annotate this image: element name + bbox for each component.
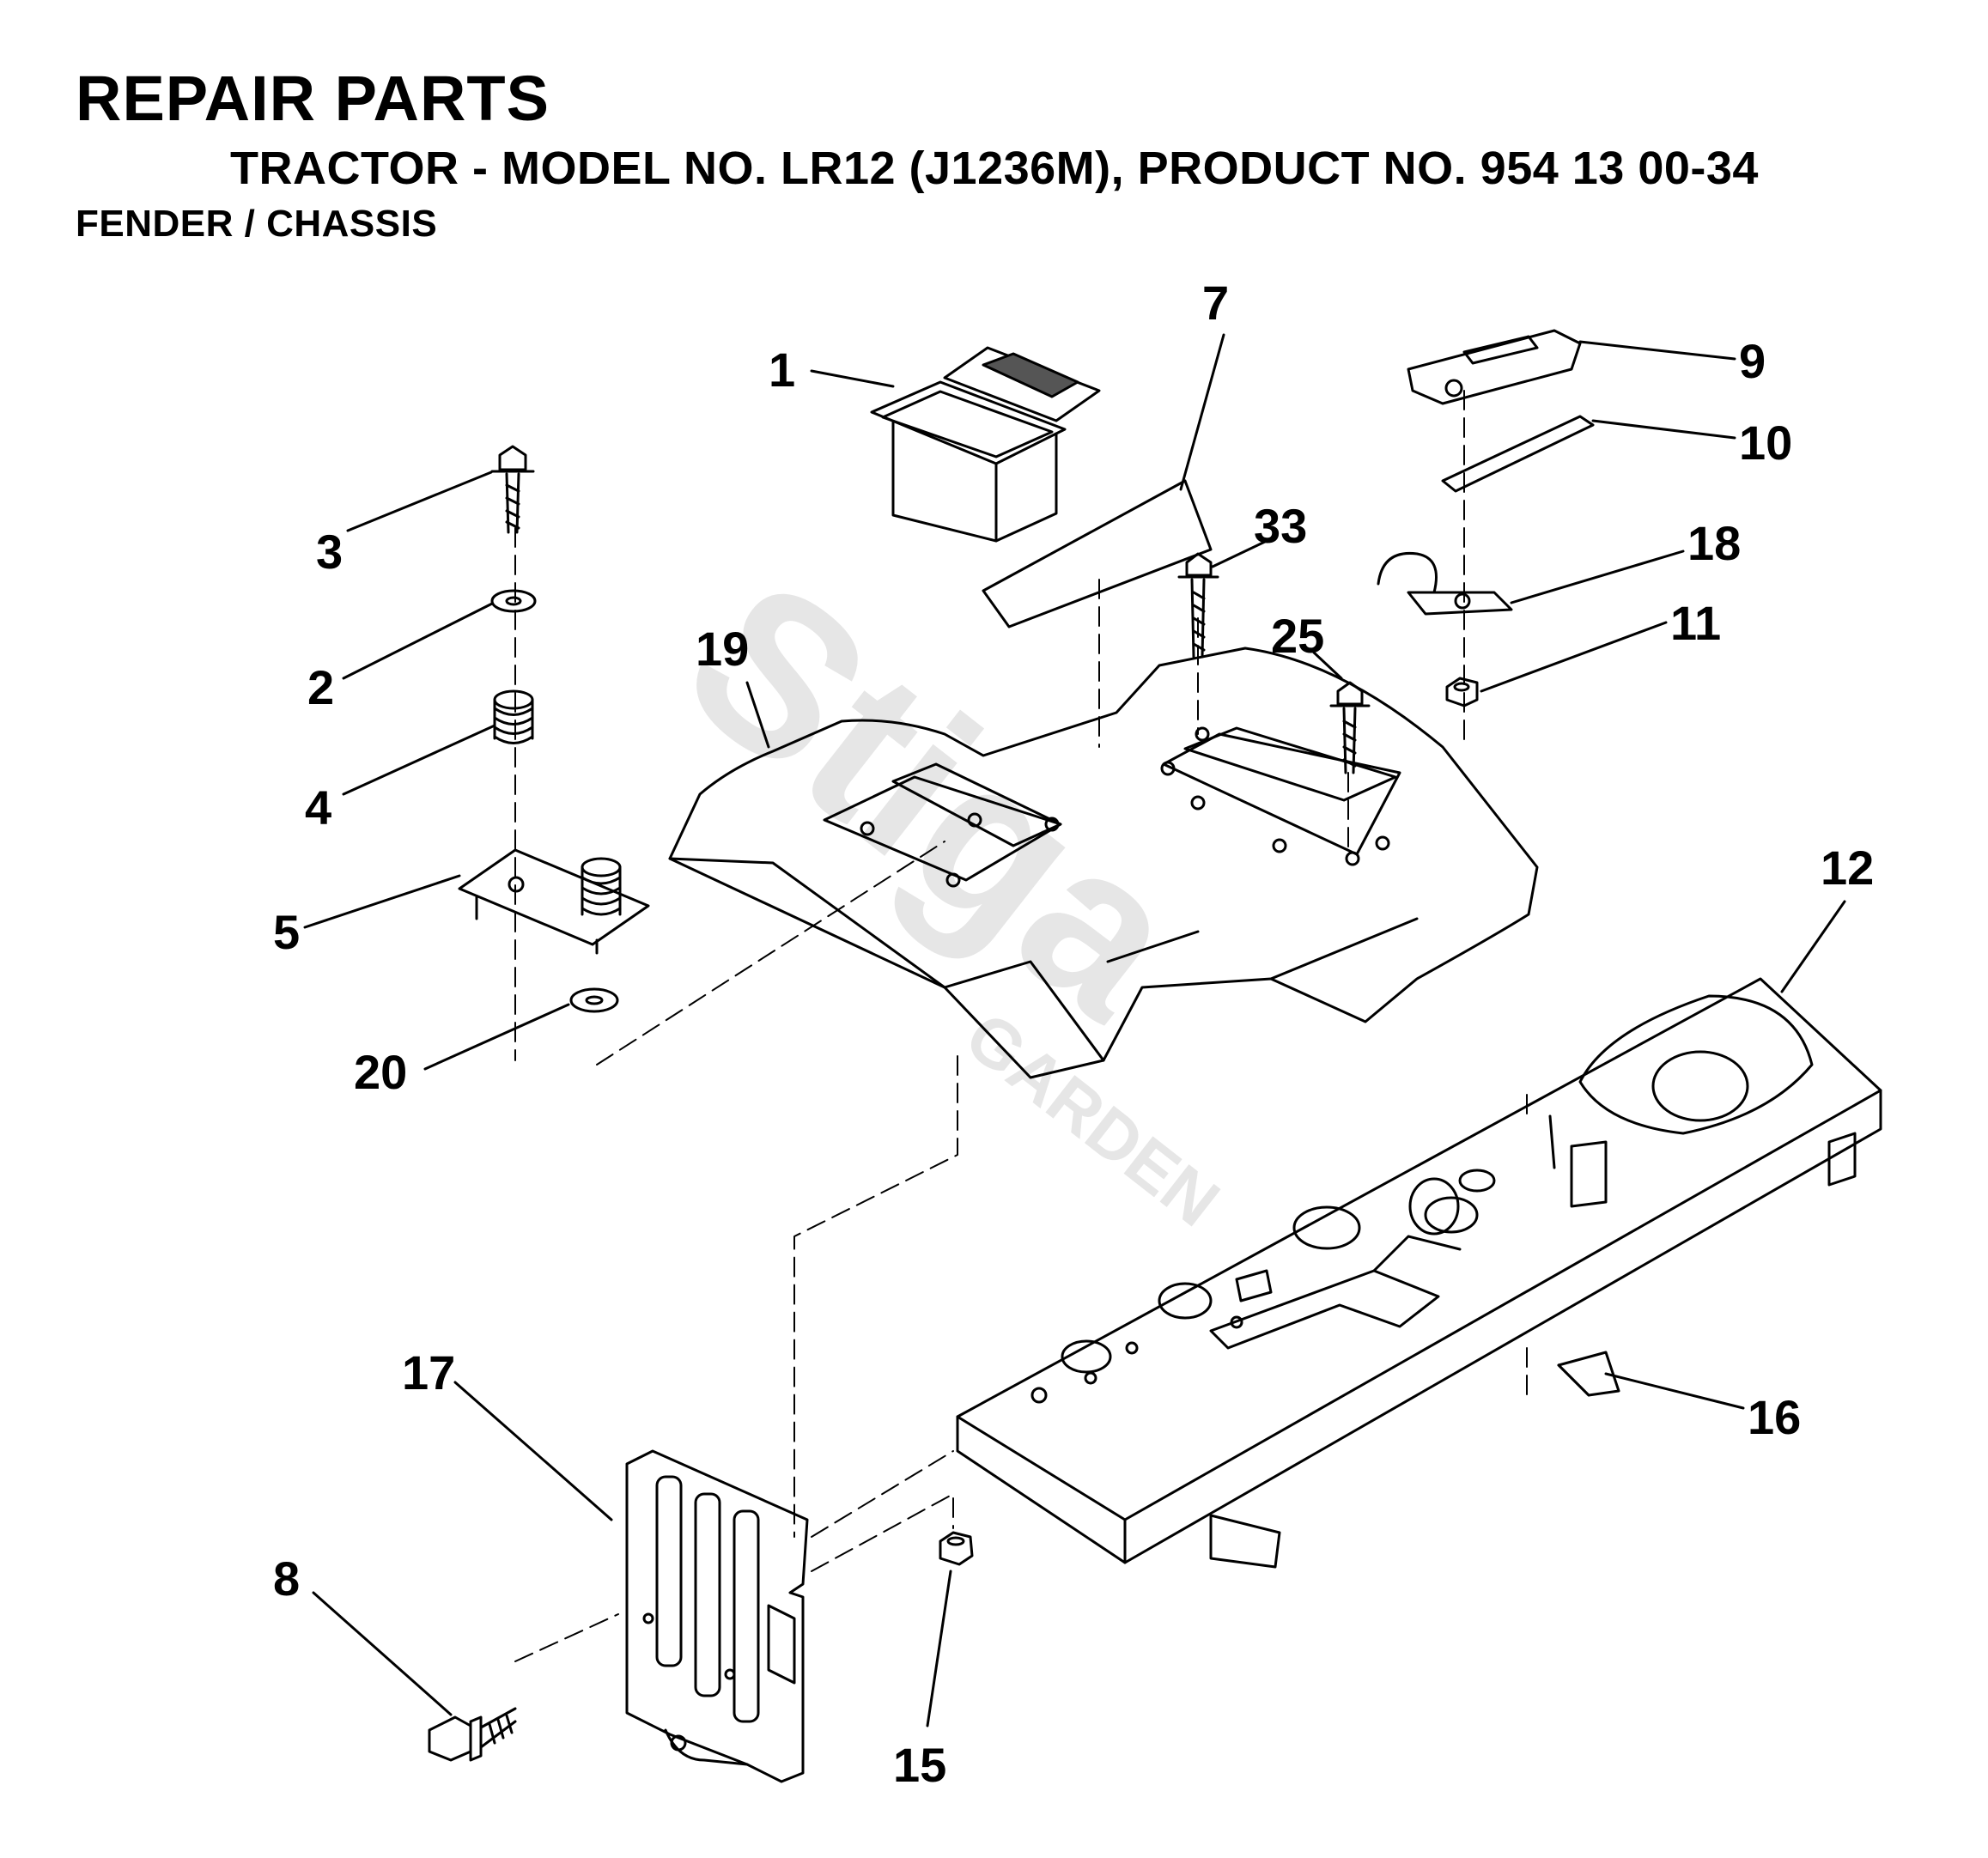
- callout-25: 25: [1271, 609, 1324, 663]
- part-16-bracket: [1557, 1351, 1620, 1397]
- callout-20: 20: [354, 1045, 407, 1099]
- callout-18: 18: [1687, 516, 1741, 570]
- callout-4: 4: [305, 780, 331, 835]
- callout-10: 10: [1739, 416, 1792, 470]
- callout-1: 1: [769, 343, 795, 397]
- part-17-mounting-plate: [625, 1449, 809, 1783]
- part-8-bolt: [428, 1707, 517, 1762]
- part-7-decal: [982, 479, 1213, 628]
- callout-11: 11: [1670, 596, 1721, 650]
- part-4-spring: [493, 689, 534, 744]
- callout-7: 7: [1202, 276, 1229, 330]
- part-3-bolt: [490, 445, 535, 534]
- callout-9: 9: [1739, 334, 1766, 388]
- part-33-bolt: [1177, 552, 1219, 659]
- callout-17: 17: [402, 1345, 455, 1400]
- part-18-clamp: [1377, 551, 1513, 616]
- section-title: FENDER / CHASSIS: [76, 203, 438, 245]
- part-11-nut: [1445, 677, 1479, 707]
- page-title: REPAIR PARTS: [76, 63, 550, 134]
- leader-lines: [303, 333, 1846, 1727]
- svg-text:Stiga: Stiga: [642, 531, 1227, 1066]
- part-20-washer: [569, 987, 619, 1013]
- callout-labels: 1 7 9 10 33 18 3 11 25 2 19 4 5 12 20 17…: [273, 276, 1874, 1792]
- part-15-nut: [939, 1531, 974, 1566]
- callout-5: 5: [273, 905, 300, 959]
- callout-12: 12: [1821, 841, 1874, 895]
- callout-3: 3: [316, 525, 343, 579]
- part-2-washer: [490, 589, 537, 613]
- model-subtitle: TRACTOR - MODEL NO. LR12 (J1236M), PRODU…: [230, 143, 1759, 194]
- callout-16: 16: [1748, 1390, 1801, 1444]
- callout-2: 2: [307, 660, 334, 714]
- callout-33: 33: [1254, 499, 1307, 553]
- part-9-cover: [1407, 329, 1582, 405]
- part-12-chassis-frame: [956, 977, 1882, 1569]
- callout-19: 19: [696, 622, 749, 676]
- callout-15: 15: [893, 1738, 946, 1792]
- part-5-spring-plate: [458, 848, 650, 955]
- part-19-fender: [668, 647, 1539, 1079]
- callout-8: 8: [273, 1551, 300, 1606]
- part-1-storage-tray: [870, 346, 1101, 543]
- part-10-bracket: [1441, 415, 1595, 493]
